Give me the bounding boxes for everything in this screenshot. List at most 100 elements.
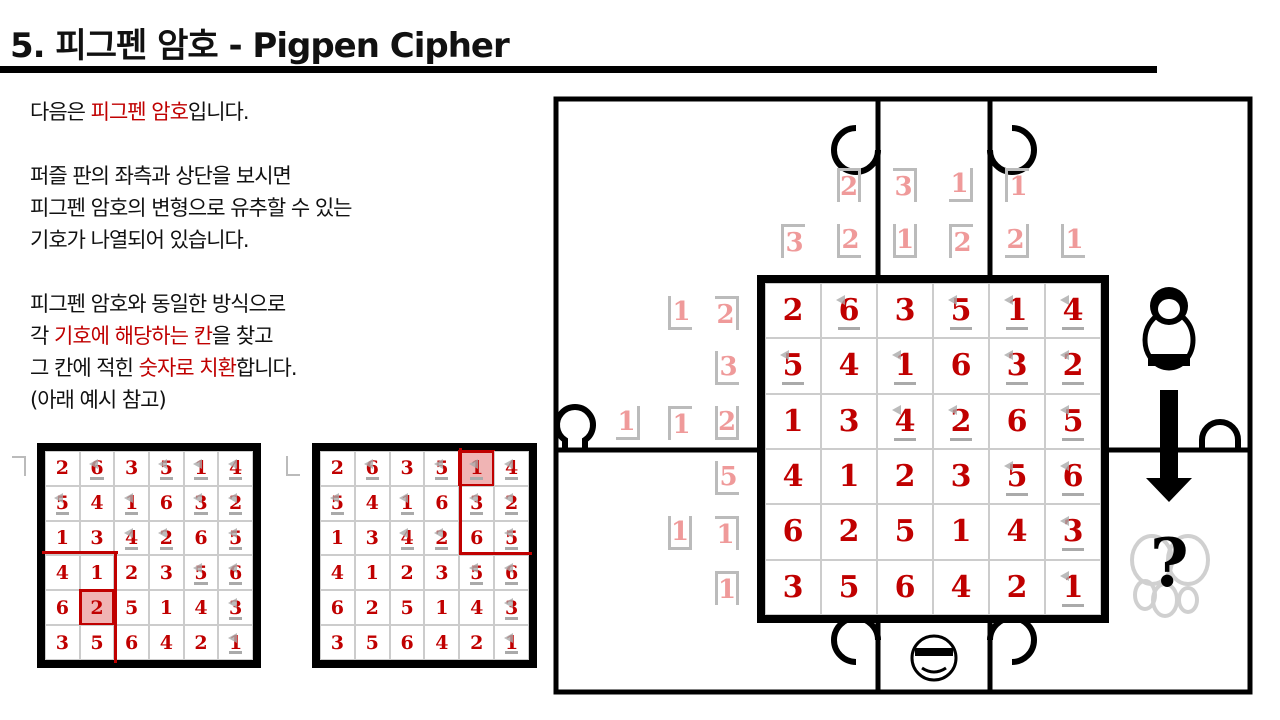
pigpen-clue: 3 (781, 224, 805, 258)
grid-cell: 2 (765, 283, 821, 339)
grid-cell: 2 (989, 559, 1045, 615)
text: 그 칸에 적힌 (30, 356, 139, 380)
grid-cell: 1 (765, 393, 821, 449)
pigpen-clue: 1 (1061, 224, 1085, 258)
text: 입니다. (187, 100, 250, 124)
grid-cell: 6 (989, 393, 1045, 449)
grid-cell: 1 (933, 504, 989, 560)
grid-cell: 2 (389, 555, 425, 591)
grid-cell: 4 (1045, 283, 1101, 339)
grid-cell: 6 (114, 625, 149, 660)
grid-cell: 1 (1045, 559, 1101, 615)
grid-cell: 6 (877, 559, 933, 615)
grid-cell: 1 (424, 590, 460, 626)
desc-line-2: 퍼즐 판의 좌측과 상단을 보시면 (30, 164, 292, 188)
grid-cell: 2 (354, 590, 390, 626)
grid-cell: 6 (389, 625, 425, 660)
grid-cell: 4 (459, 590, 495, 626)
grid-cell: 5 (149, 451, 184, 486)
desc-line-7: 그 칸에 적힌 숫자로 치환합니다. (30, 352, 352, 384)
example-1-region-line (42, 551, 118, 554)
pigpen-clue: 2 (949, 224, 973, 258)
desc-line-6: 각 기호에 해당하는 칸을 찾고 (30, 320, 352, 352)
example-symbol-2 (286, 456, 300, 476)
grid-cell: 6 (79, 451, 115, 486)
grid-cell: 5 (821, 559, 877, 615)
grid-cell: 3 (989, 338, 1045, 394)
pigpen-clue: 5 (715, 461, 739, 495)
grid-cell: 3 (149, 555, 184, 591)
grid-cell: 6 (320, 590, 355, 626)
grid-cell: 5 (389, 590, 425, 626)
question-mark: ? (1150, 524, 1189, 602)
grid-cell: 6 (821, 283, 877, 339)
grid-cell: 2 (218, 485, 253, 521)
grid-cell: 1 (320, 520, 355, 556)
example-2-region-line (459, 448, 462, 555)
grid-cell: 4 (389, 520, 425, 556)
grid-cell: 6 (45, 590, 80, 626)
grid-cell: 1 (114, 485, 149, 521)
example-symbol-1 (12, 456, 26, 476)
grid-cell: 5 (1045, 393, 1101, 449)
grid-cell: 3 (933, 448, 989, 505)
grid-cell: 4 (989, 504, 1045, 560)
desc-line-8: (아래 예시 참고) (30, 388, 167, 412)
grid-cell: 5 (218, 520, 253, 556)
grid-cell: 1 (989, 283, 1045, 339)
grid-cell: 1 (458, 450, 496, 487)
grid-cell: 5 (114, 590, 149, 626)
matryoshka-family-icon (1130, 534, 1210, 618)
grid-cell: 5 (79, 625, 115, 660)
grid-cell: 5 (765, 338, 821, 394)
description: 다음은 피그펜 암호입니다. 퍼즐 판의 좌측과 상단을 보시면 피그펜 암호의… (30, 96, 352, 416)
highlight-text: 기호에 해당하는 칸 (54, 324, 213, 348)
grid-cell: 2 (1045, 338, 1101, 394)
grid-cell: 4 (424, 625, 460, 660)
smiley-sunglasses-icon (910, 634, 958, 682)
grid-cell: 2 (149, 520, 184, 556)
grid-cell: 1 (877, 338, 933, 394)
grid-cell: 4 (933, 559, 989, 615)
grid-cell: 3 (320, 625, 355, 660)
grid-cell: 3 (424, 555, 460, 591)
grid-cell: 5 (933, 283, 989, 339)
grid-cell: 3 (389, 451, 425, 486)
grid-cell: 3 (45, 625, 80, 660)
grid-cell: 5 (459, 555, 495, 591)
grid-cell: 6 (218, 555, 253, 591)
pigpen-clue: 2 (837, 224, 861, 258)
pigpen-clue: 2 (715, 296, 739, 330)
title-underline (0, 66, 1157, 73)
grid-cell: 2 (320, 451, 355, 486)
grid-cell: 2 (494, 485, 529, 521)
grid-cell: 6 (183, 520, 219, 556)
grid-cell: 4 (877, 393, 933, 449)
grid-cell: 6 (765, 504, 821, 560)
text: 다음은 (30, 100, 91, 124)
highlight-text: 숫자로 치환 (138, 356, 237, 380)
grid-cell: 3 (218, 590, 253, 626)
grid-cell: 4 (149, 625, 184, 660)
grid-cell: 1 (79, 555, 115, 591)
grid-cell: 3 (765, 559, 821, 615)
highlight-text: 피그펜 암호 (90, 100, 189, 124)
grid-cell: 3 (877, 283, 933, 339)
grid-cell: 6 (494, 555, 529, 591)
pigpen-clue: 1 (668, 296, 692, 330)
pigpen-clue: 1 (616, 406, 640, 440)
grid-cell: 2 (877, 448, 933, 505)
grid-cell: 4 (79, 485, 115, 521)
grid-cell: 4 (114, 520, 149, 556)
pigpen-clue: 1 (668, 516, 692, 550)
page-title: 5. 피그펜 암호 - Pigpen Cipher (10, 26, 510, 66)
desc-line-1: 다음은 피그펜 암호입니다. (30, 96, 352, 128)
grid-cell: 5 (45, 485, 80, 521)
matryoshka-icon (1142, 287, 1196, 371)
grid-cell: 3 (1045, 504, 1101, 560)
grid-cell: 1 (218, 625, 253, 660)
text: 을 찾고 (211, 324, 274, 348)
grid-cell: 2 (114, 555, 149, 591)
